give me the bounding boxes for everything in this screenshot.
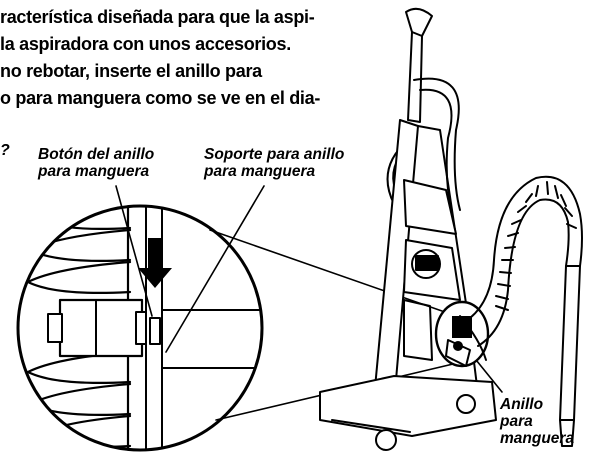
instruction-line-2: la aspiradora con unos accesorios. [0,34,291,54]
vacuum-cleaner [319,7,497,451]
hose-ring-on-vacuum [434,300,490,368]
label-hose-ring-holder-line-1: Soporte para anillo [204,146,345,163]
stray-mark: ? [0,142,10,159]
instruction-line-1: racterística diseñada para que la aspi- [0,7,315,27]
coiled-hose [459,175,583,447]
label-hose-ring-line-3: manguera [500,430,575,447]
label-hose-ring-button-line-2: para manguera [38,163,150,180]
label-hose-ring-line-1: Anillo [500,396,544,413]
hose-ring-clip-detail [47,298,161,358]
label-hose-ring-holder: Soporte para anillo para manguera [204,146,344,180]
label-hose-ring-button-line-1: Botón del anillo [38,146,155,163]
down-arrow-icon [138,238,172,288]
instruction-line-3: no rebotar, inserte el anillo para [0,61,262,81]
label-hose-ring-line-2: para [500,413,533,430]
label-hose-ring: Anillo para manguera [500,396,574,447]
label-hose-ring-holder-line-2: para manguera [204,163,316,180]
label-hose-ring-button: Botón del anillo para manguera [38,146,154,180]
instruction-line-4: o para manguera como se ve en el dia- [0,88,321,108]
